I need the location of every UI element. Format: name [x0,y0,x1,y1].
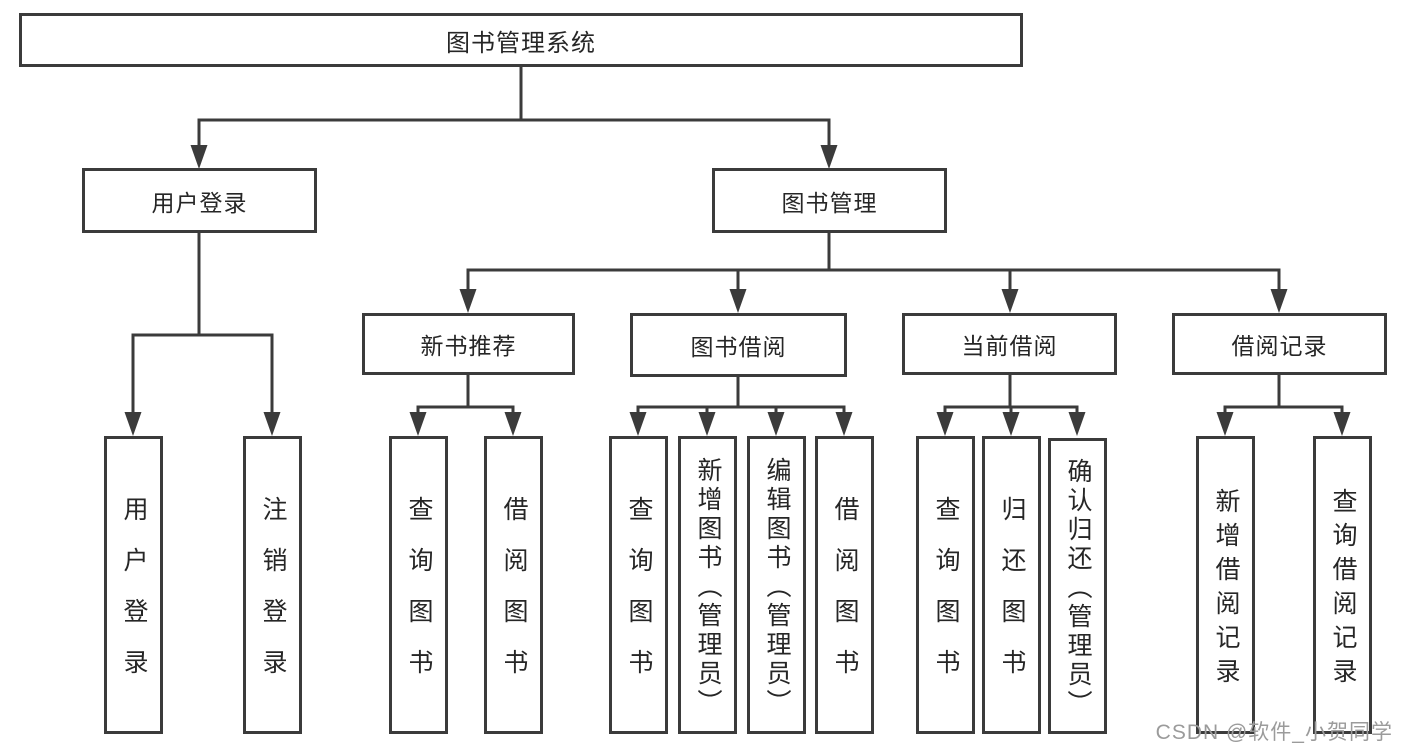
node-label: 图书管理系统 [446,29,596,57]
node-label: 查询图书 [932,496,960,700]
node-confirm-return-admin: 确认归还（管理员） [1048,438,1107,734]
node-query-book: 查询图书 [389,436,448,734]
node-label: 图书管理 [781,189,878,216]
node-user-login: 用户登录 [104,436,163,734]
node-label: 查询图书 [405,496,433,700]
node-label: 借阅图书 [831,496,859,700]
node-label: 图书借阅 [690,334,787,360]
node-label: 新增借阅记录 [1212,487,1240,692]
node-label: 编辑图书（管理员） [763,456,791,718]
node-label: 借阅记录 [1231,333,1328,359]
node-label: 用户登录 [151,189,248,216]
node-label: 新书推荐 [420,333,517,359]
node-query-book: 查询图书 [916,436,975,734]
node-book-borrow: 图书借阅 [630,313,847,377]
node-label: 新增图书（管理员） [694,456,722,718]
csdn-watermark: CSDN @软件_小贺同学 [1155,721,1393,744]
arrowheads [124,145,1351,436]
node-label: 当前借阅 [961,333,1058,359]
node-label: 注销登录 [259,496,287,700]
node-current-borrow: 当前借阅 [902,313,1117,375]
node-book-management: 图书管理 [712,168,947,233]
node-label: 确认归还（管理员） [1064,457,1092,719]
node-label: 归还图书 [998,496,1026,700]
node-new-book-recommend: 新书推荐 [362,313,575,375]
node-user-login-group: 用户登录 [82,168,317,233]
node-label: 查询借阅记录 [1329,487,1357,692]
node-label: 借阅图书 [500,496,528,700]
node-logout: 注销登录 [243,436,302,734]
node-label: 用户登录 [120,496,148,700]
node-return-book: 归还图书 [982,436,1041,734]
node-query-book: 查询图书 [609,436,668,734]
node-add-borrow-record: 新增借阅记录 [1196,436,1255,734]
node-add-book-admin: 新增图书（管理员） [678,436,737,734]
node-library-management-system: 图书管理系统 [19,13,1023,67]
node-edit-book-admin: 编辑图书（管理员） [747,436,806,734]
node-query-borrow-record: 查询借阅记录 [1313,436,1372,734]
node-borrow-book: 借阅图书 [815,436,874,734]
node-label: 查询图书 [625,496,653,700]
node-borrow-records: 借阅记录 [1172,313,1387,375]
node-borrow-book: 借阅图书 [484,436,543,734]
